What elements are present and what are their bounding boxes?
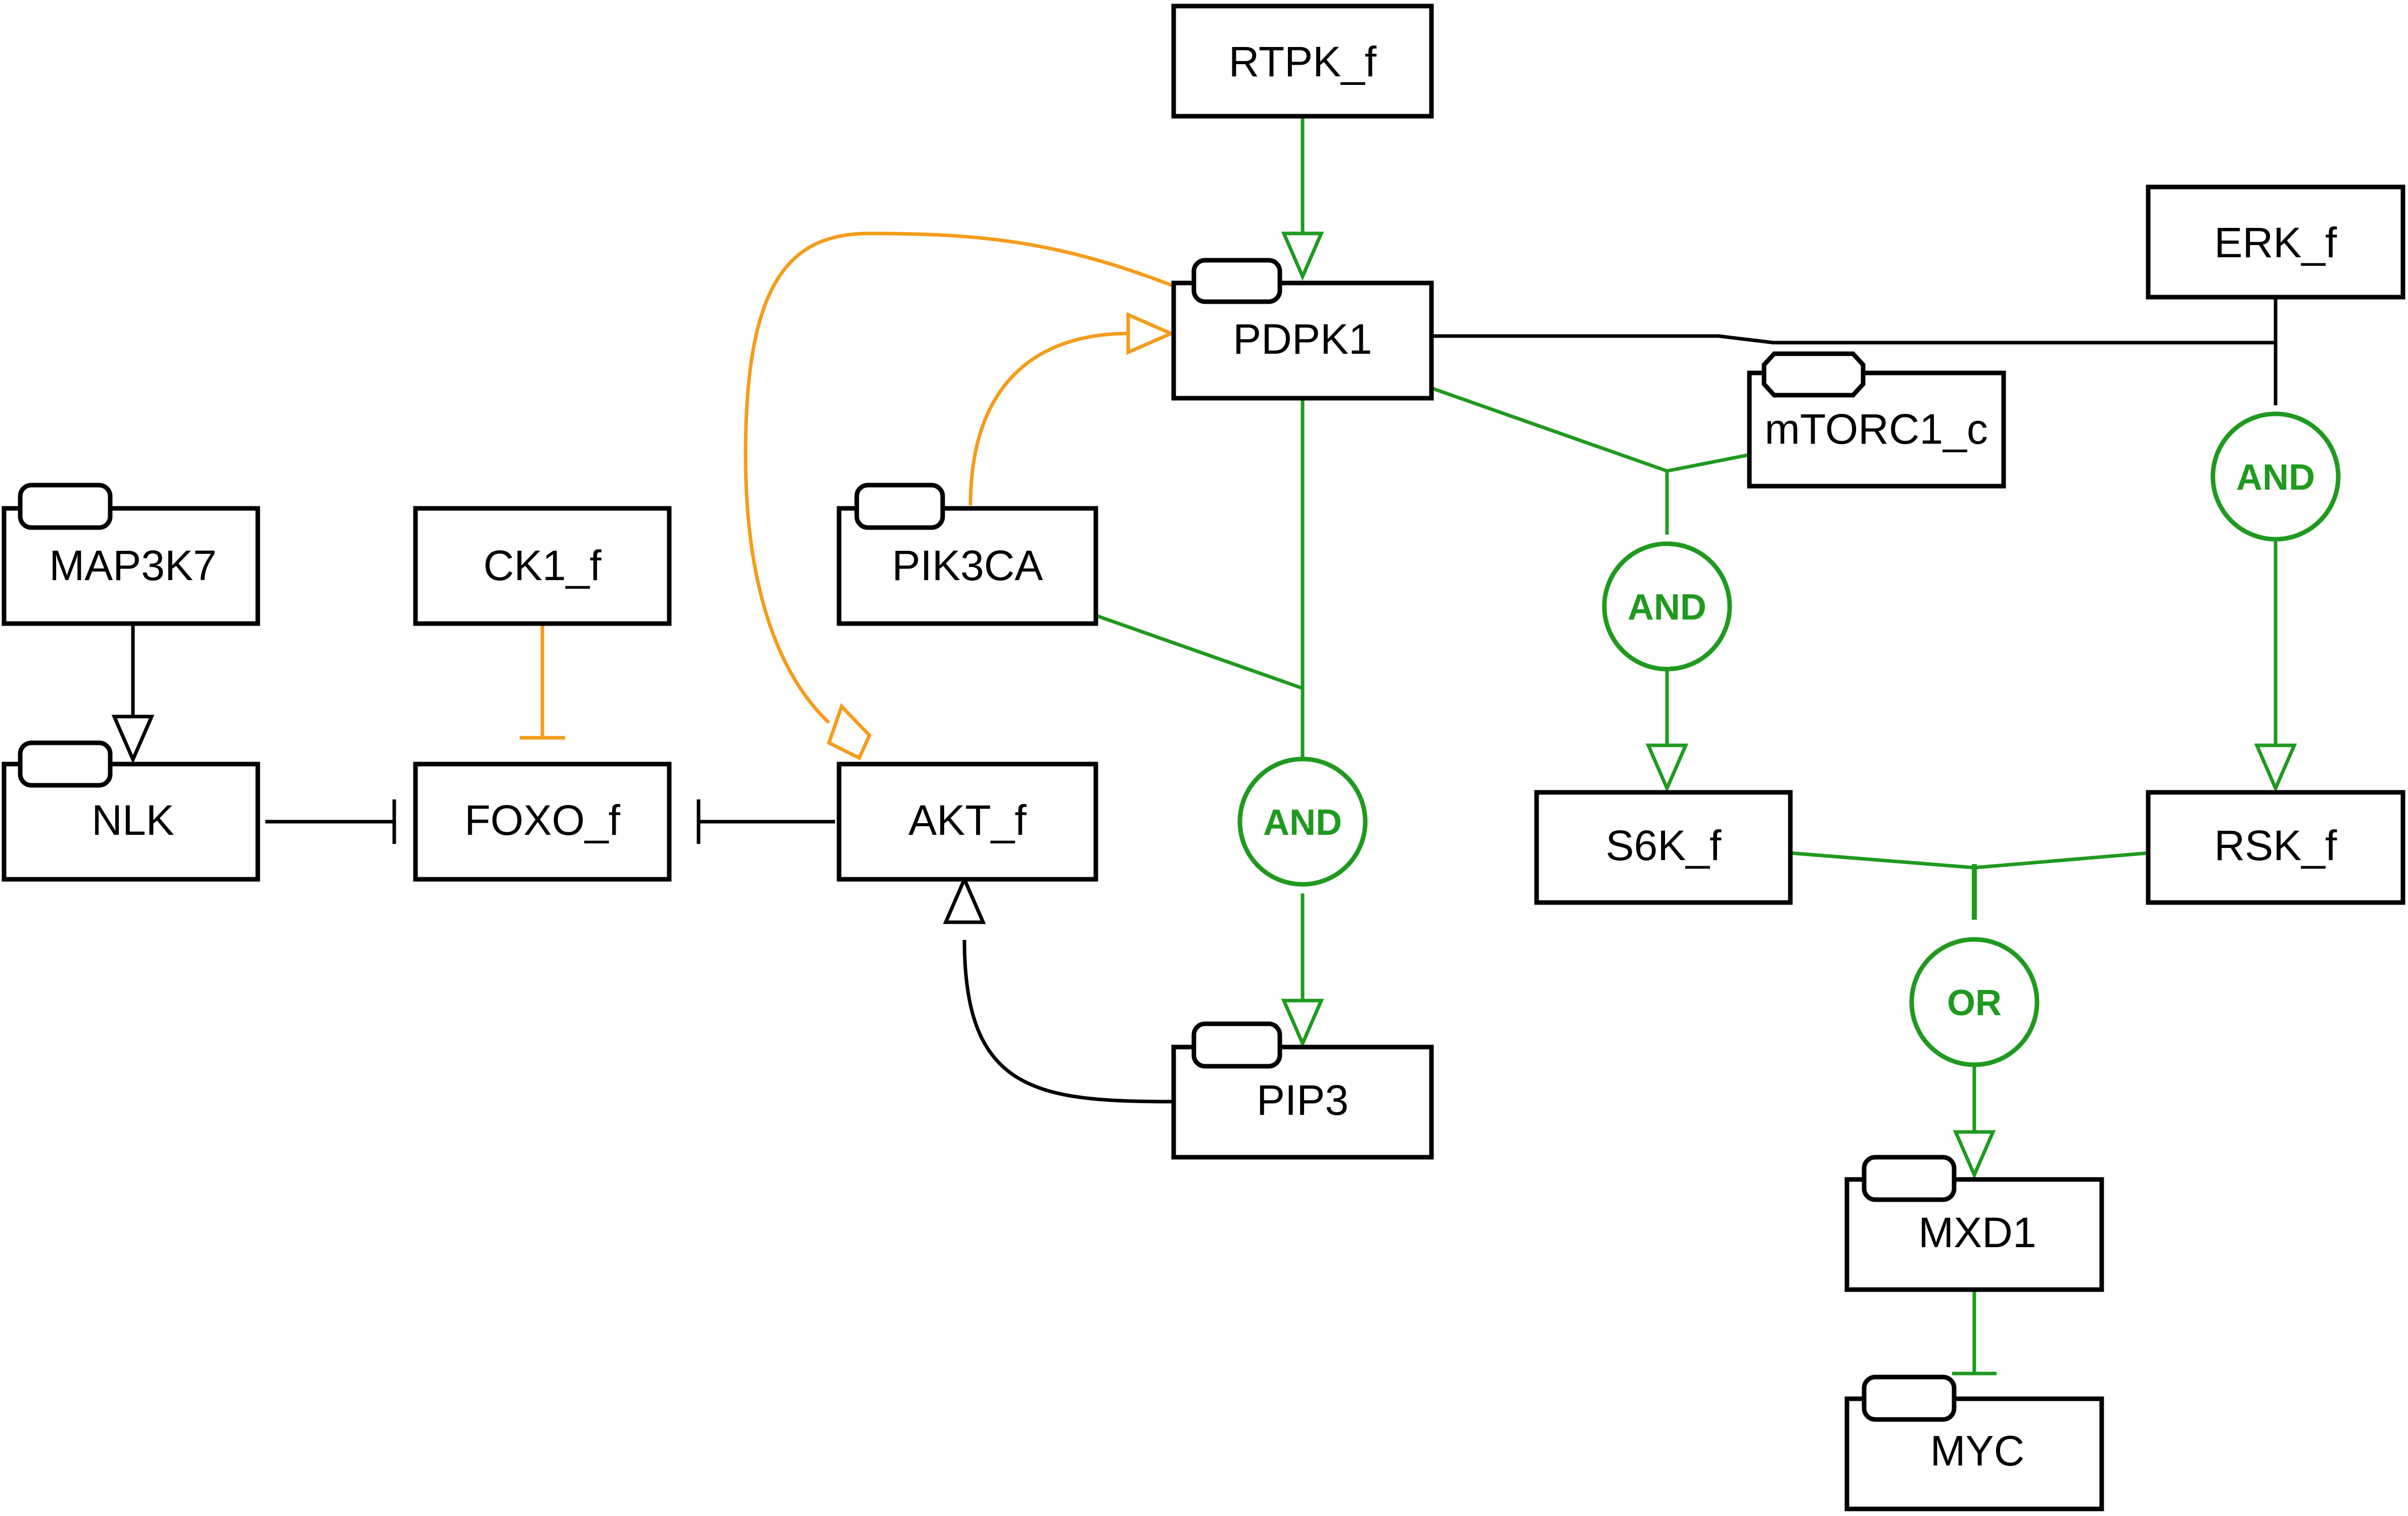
node-pik3ca-label: PIK3CA: [892, 542, 1043, 589]
mtorc1-tab: [1762, 351, 1866, 398]
node-rtpk-label: RTPK_f: [1229, 38, 1377, 85]
node-mtorc1[interactable]: mTORC1_c: [1747, 351, 2006, 489]
map3k7-tab: [18, 483, 113, 530]
node-rsk[interactable]: RSK_f: [2146, 790, 2405, 905]
edge-pdpk1-erk-and-rsk: [1431, 297, 2297, 793]
node-pdpk1-label: PDPK1: [1233, 315, 1372, 363]
node-ck1-label: CK1_f: [483, 542, 601, 589]
edge-ck1-inhibits-foxo: [520, 624, 565, 740]
and-gate-rsk-label: AND: [2236, 457, 2315, 498]
node-nlk[interactable]: NLK: [2, 740, 260, 882]
and-gate-s6k: AND: [1602, 541, 1732, 672]
node-rtpk[interactable]: RTPK_f: [1171, 4, 1434, 119]
node-ck1[interactable]: CK1_f: [413, 506, 672, 626]
pip3-tab: [1191, 1021, 1282, 1069]
node-mxd1[interactable]: MXD1: [1844, 1155, 2104, 1292]
and-gate-s6k-label: AND: [1628, 587, 1706, 628]
and-gate-rsk: AND: [2210, 411, 2341, 542]
node-akt-label: AKT_f: [908, 796, 1027, 844]
edge-nlk-inhibits-foxo: [265, 799, 396, 844]
node-rsk-label: RSK_f: [2214, 822, 2337, 869]
edge-akt-inhibits-foxo: [697, 799, 835, 844]
edge-pdpk1-to-akt: [744, 231, 1175, 761]
pik3ca-tab: [854, 483, 945, 530]
node-map3k7[interactable]: MAP3K7: [2, 483, 260, 626]
node-map3k7-label: MAP3K7: [49, 542, 217, 589]
node-myc[interactable]: MYC: [1844, 1375, 2104, 1511]
myc-tab: [1862, 1375, 1957, 1422]
node-erk-label: ERK_f: [2214, 219, 2337, 266]
edge-rtpk-to-pdpk1: [1281, 116, 1324, 281]
mxd1-tab: [1862, 1155, 1957, 1202]
or-gate-mxd1-label: OR: [1947, 983, 2002, 1023]
edge-map3k7-to-nlk: [111, 624, 155, 764]
node-pdpk1[interactable]: PDPK1: [1171, 258, 1434, 401]
node-myc-label: MYC: [1930, 1427, 2025, 1475]
or-gate-mxd1: OR: [1909, 937, 2040, 1067]
node-akt[interactable]: AKT_f: [837, 762, 1098, 882]
and-gate-pip3: AND: [1237, 756, 1368, 887]
node-pip3[interactable]: PIP3: [1171, 1021, 1434, 1160]
node-nlk-label: NLK: [91, 796, 174, 844]
edge-pip3-to-akt: [943, 875, 1174, 1104]
edge-pdpk1-pik3ca-and-pip3: [1095, 398, 1324, 1048]
node-mxd1-label: MXD1: [1918, 1209, 2036, 1256]
node-erk[interactable]: ERK_f: [2146, 184, 2405, 300]
nlk-tab: [18, 740, 113, 788]
node-foxo[interactable]: FOXO_f: [413, 762, 672, 882]
edge-mxd1-inhibits-myc: [1952, 1291, 1997, 1376]
and-gate-pip3-label: AND: [1263, 802, 1342, 843]
node-mtorc1-label: mTORC1_c: [1765, 405, 1988, 453]
node-pik3ca[interactable]: PIK3CA: [837, 483, 1098, 626]
node-s6k[interactable]: S6K_f: [1534, 790, 1793, 905]
edge-pik3ca-to-pdpk1: [968, 312, 1176, 506]
node-pip3-label: PIP3: [1257, 1076, 1349, 1124]
node-s6k-label: S6K_f: [1606, 822, 1722, 869]
pdpk1-tab: [1191, 258, 1282, 304]
edge-s6k-rsk-or-mxd1: [1790, 851, 2149, 1179]
node-foxo-label: FOXO_f: [465, 796, 621, 844]
